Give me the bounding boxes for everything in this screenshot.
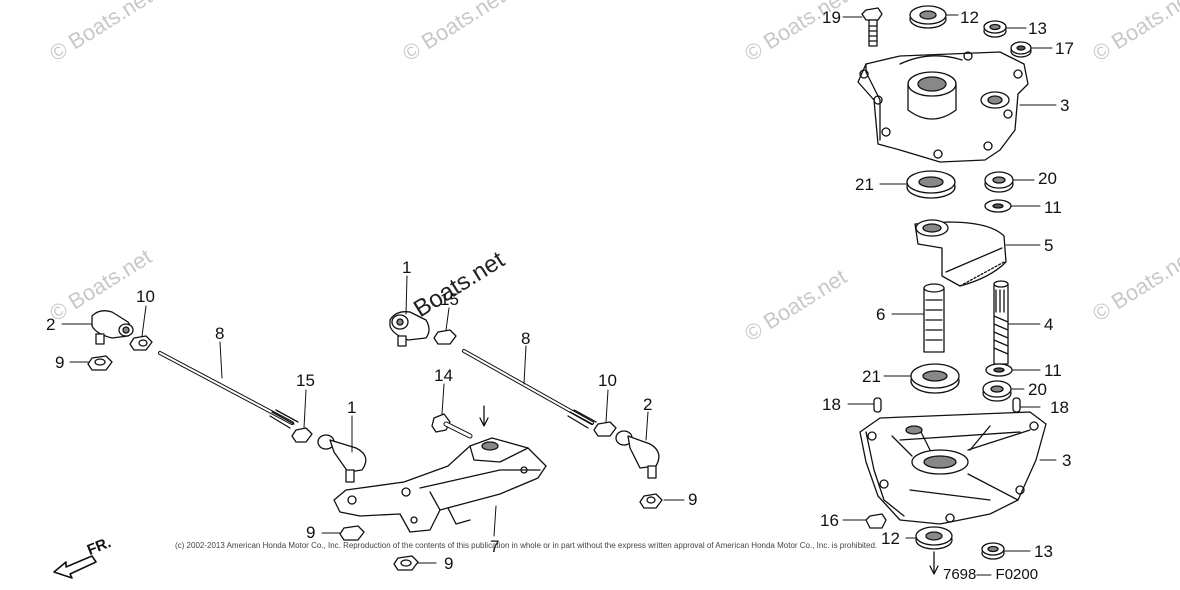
callout-8: 8 bbox=[215, 324, 225, 343]
callout-18: 18 bbox=[1050, 398, 1069, 417]
callout-11: 11 bbox=[1044, 198, 1062, 217]
steering-bracket-7 bbox=[333, 437, 547, 533]
ball-joint-1-mid bbox=[389, 311, 430, 347]
callout-7: 7 bbox=[490, 537, 500, 556]
callout-21: 21 bbox=[855, 175, 874, 194]
callout-12: 12 bbox=[960, 8, 979, 27]
callout-9: 9 bbox=[306, 523, 316, 542]
callout-5: 5 bbox=[1044, 236, 1054, 255]
gear-sector-5 bbox=[914, 219, 1007, 287]
callout-11: 11 bbox=[1044, 361, 1062, 380]
callout-13: 13 bbox=[1028, 19, 1047, 38]
callout-8: 8 bbox=[521, 329, 531, 348]
bolt-19 bbox=[861, 7, 883, 47]
callout-19: 19 bbox=[822, 8, 841, 27]
tie-rod-8-left bbox=[158, 351, 299, 429]
callout-15: 15 bbox=[296, 371, 315, 390]
callout-1: 1 bbox=[347, 398, 357, 417]
callout-21: 21 bbox=[862, 367, 881, 386]
gear-case-lower bbox=[859, 411, 1047, 525]
callout-16: 16 bbox=[820, 511, 839, 530]
callout-13: 13 bbox=[1034, 542, 1053, 561]
callout-2: 2 bbox=[46, 315, 56, 334]
callout-6: 6 bbox=[876, 305, 886, 324]
callout-17: 17 bbox=[1055, 39, 1074, 58]
ball-joint-2-right bbox=[615, 430, 660, 479]
callout-10: 10 bbox=[136, 287, 155, 306]
callout-3: 3 bbox=[1060, 96, 1070, 115]
shaft-6 bbox=[923, 283, 945, 353]
callout-2: 2 bbox=[643, 395, 653, 414]
ball-joint-1-left bbox=[317, 434, 367, 483]
callout-3: 3 bbox=[1062, 451, 1072, 470]
gear-case-cover-upper bbox=[857, 51, 1029, 163]
callout-1: 1 bbox=[402, 258, 412, 277]
tie-rod-8-right bbox=[462, 349, 597, 429]
ball-joint-2-left bbox=[91, 310, 134, 345]
callout-10: 10 bbox=[598, 371, 617, 390]
callout-20: 20 bbox=[1028, 380, 1047, 399]
callout-15: 15 bbox=[440, 290, 459, 309]
callout-18: 18 bbox=[822, 395, 841, 414]
callout-9: 9 bbox=[688, 490, 698, 509]
callout-9: 9 bbox=[55, 353, 65, 372]
callout-4: 4 bbox=[1044, 315, 1054, 334]
callout-14: 14 bbox=[434, 366, 453, 385]
front-direction-arrow bbox=[53, 555, 97, 579]
callout-9: 9 bbox=[444, 554, 454, 573]
callout-20: 20 bbox=[1038, 169, 1057, 188]
drawing-number: 7698— F0200 bbox=[943, 566, 1039, 583]
bolt-14 bbox=[431, 413, 473, 439]
callout-12: 12 bbox=[881, 529, 900, 548]
worm-shaft-4 bbox=[993, 280, 1009, 365]
copyright-notice: (c) 2002-2013 American Honda Motor Co., … bbox=[175, 541, 878, 550]
